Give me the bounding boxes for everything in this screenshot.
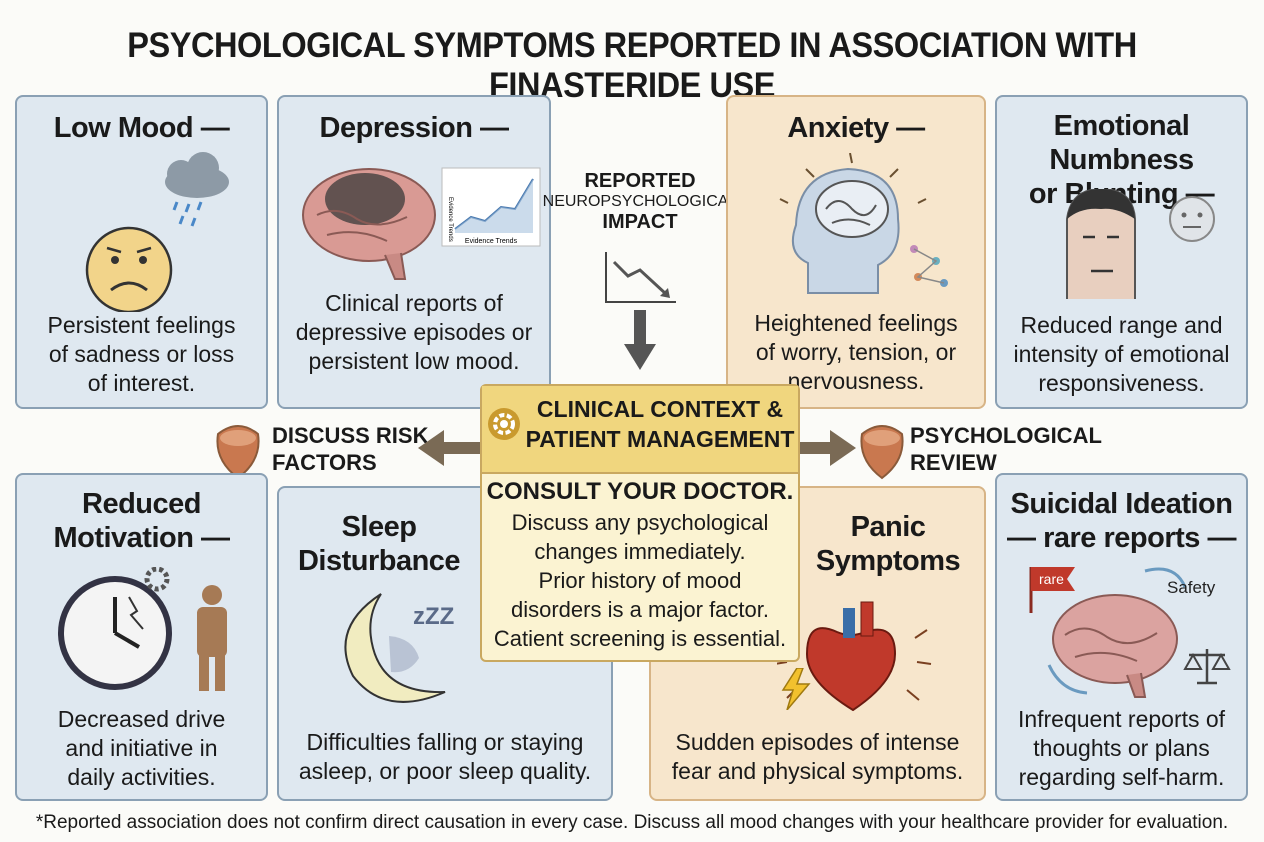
chart-side-caption: Evidence Trends	[447, 197, 453, 242]
chart-caption: Evidence Trends	[465, 238, 518, 245]
clinical-context-box: CLINICAL CONTEXT &PATIENT MANAGEMENT CON…	[480, 384, 800, 662]
page-title: PSYCHOLOGICAL SYMPTOMS REPORTED IN ASSOC…	[127, 26, 1137, 105]
safety-label: Safety	[1167, 578, 1216, 597]
card-title: Anxiety —	[787, 112, 925, 144]
brain-safety-icon: rare Safety	[1029, 567, 1231, 698]
gear-icon	[488, 408, 520, 440]
lightning-icon	[781, 668, 811, 710]
card-title: Low Mood —	[53, 112, 230, 144]
card-suicidal-ideation: Suicidal Ideation — rare reports — rare …	[995, 473, 1248, 801]
card-subtitle: — rare reports —	[1007, 522, 1236, 554]
prostate-icon	[216, 425, 260, 480]
down-trend-arrow-icon	[605, 252, 676, 370]
moon-icon: zZZ	[344, 593, 454, 703]
prostate-icon	[860, 425, 904, 480]
footer-disclaimer: *Reported association does not confirm d…	[35, 812, 1229, 833]
impact-label: REPORTED NEUROPSYCHOLOGICAL IMPACT	[542, 170, 738, 233]
sad-face-icon	[85, 152, 229, 312]
flag-label: rare	[1039, 571, 1064, 587]
head-brain-icon	[779, 153, 948, 294]
clock-icon	[58, 567, 227, 691]
neutral-face-icon	[1066, 189, 1215, 299]
trend-chart-icon: Evidence Trends Evidence Trends	[441, 167, 541, 247]
card-depression: Depression — Evidence Trends Evidence Tr…	[277, 95, 551, 409]
clinical-context-title: CLINICAL CONTEXT &PATIENT MANAGEMENT	[525, 396, 795, 452]
brain-icon	[302, 168, 436, 280]
card-title: Depression —	[319, 112, 510, 144]
zzz-label: zZZ	[413, 603, 454, 630]
consult-doctor-heading: CONSULT YOUR DOCTOR.	[486, 478, 794, 505]
rain-cloud-icon	[165, 152, 229, 227]
left-arrow-icon	[418, 430, 482, 466]
card-title: Suicidal Ideation	[1010, 488, 1233, 520]
clinical-context-header	[482, 386, 798, 474]
heart-icon	[777, 601, 932, 712]
right-arrow-icon	[800, 430, 856, 466]
